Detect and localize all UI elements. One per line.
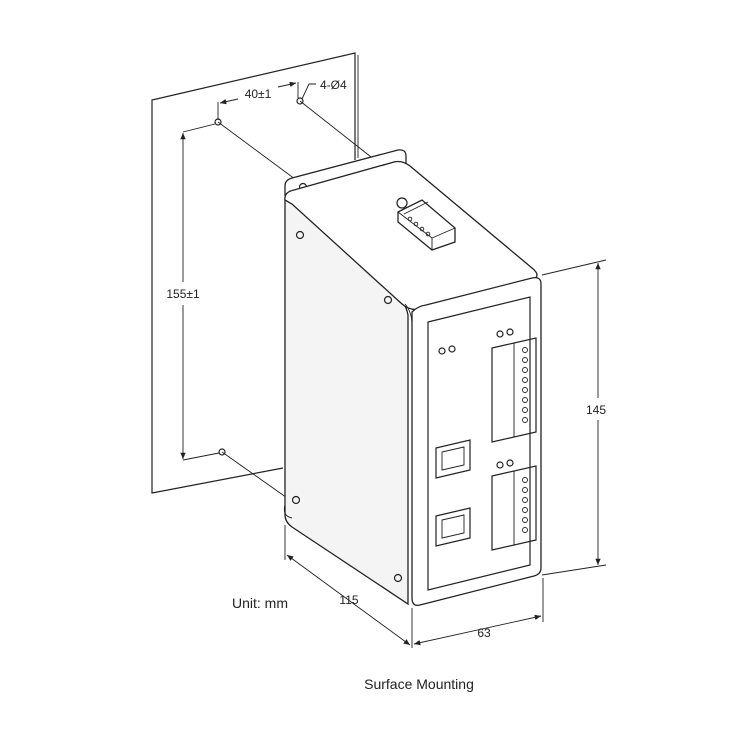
hole-spacing-label: 40±1 xyxy=(245,87,272,101)
terminal-block-1 xyxy=(491,337,537,443)
dimension-depth: 115 xyxy=(284,525,413,648)
caption: Surface Mounting xyxy=(364,676,474,692)
dimension-vertical-spacing: 155±1 xyxy=(166,123,220,461)
mounting-panel xyxy=(151,52,359,494)
top-terminal-connector xyxy=(396,197,456,251)
vertical-spacing-label: 155±1 xyxy=(166,287,200,301)
dimension-holes: 4-Ø4 xyxy=(301,78,347,100)
dimension-width: 63 xyxy=(413,578,544,646)
width-label: 63 xyxy=(477,626,491,640)
holes-label: 4-Ø4 xyxy=(320,78,347,92)
ethernet-port-2 xyxy=(435,507,471,547)
depth-label: 115 xyxy=(339,593,358,607)
device xyxy=(283,149,542,606)
height-label: 145 xyxy=(586,403,606,417)
terminal-block-2 xyxy=(491,465,537,551)
unit-label: Unit: mm xyxy=(232,595,288,611)
dimension-hole-spacing: 40±1 xyxy=(217,81,299,120)
ethernet-port-1 xyxy=(435,439,471,479)
dimension-height: 145 xyxy=(541,259,606,576)
